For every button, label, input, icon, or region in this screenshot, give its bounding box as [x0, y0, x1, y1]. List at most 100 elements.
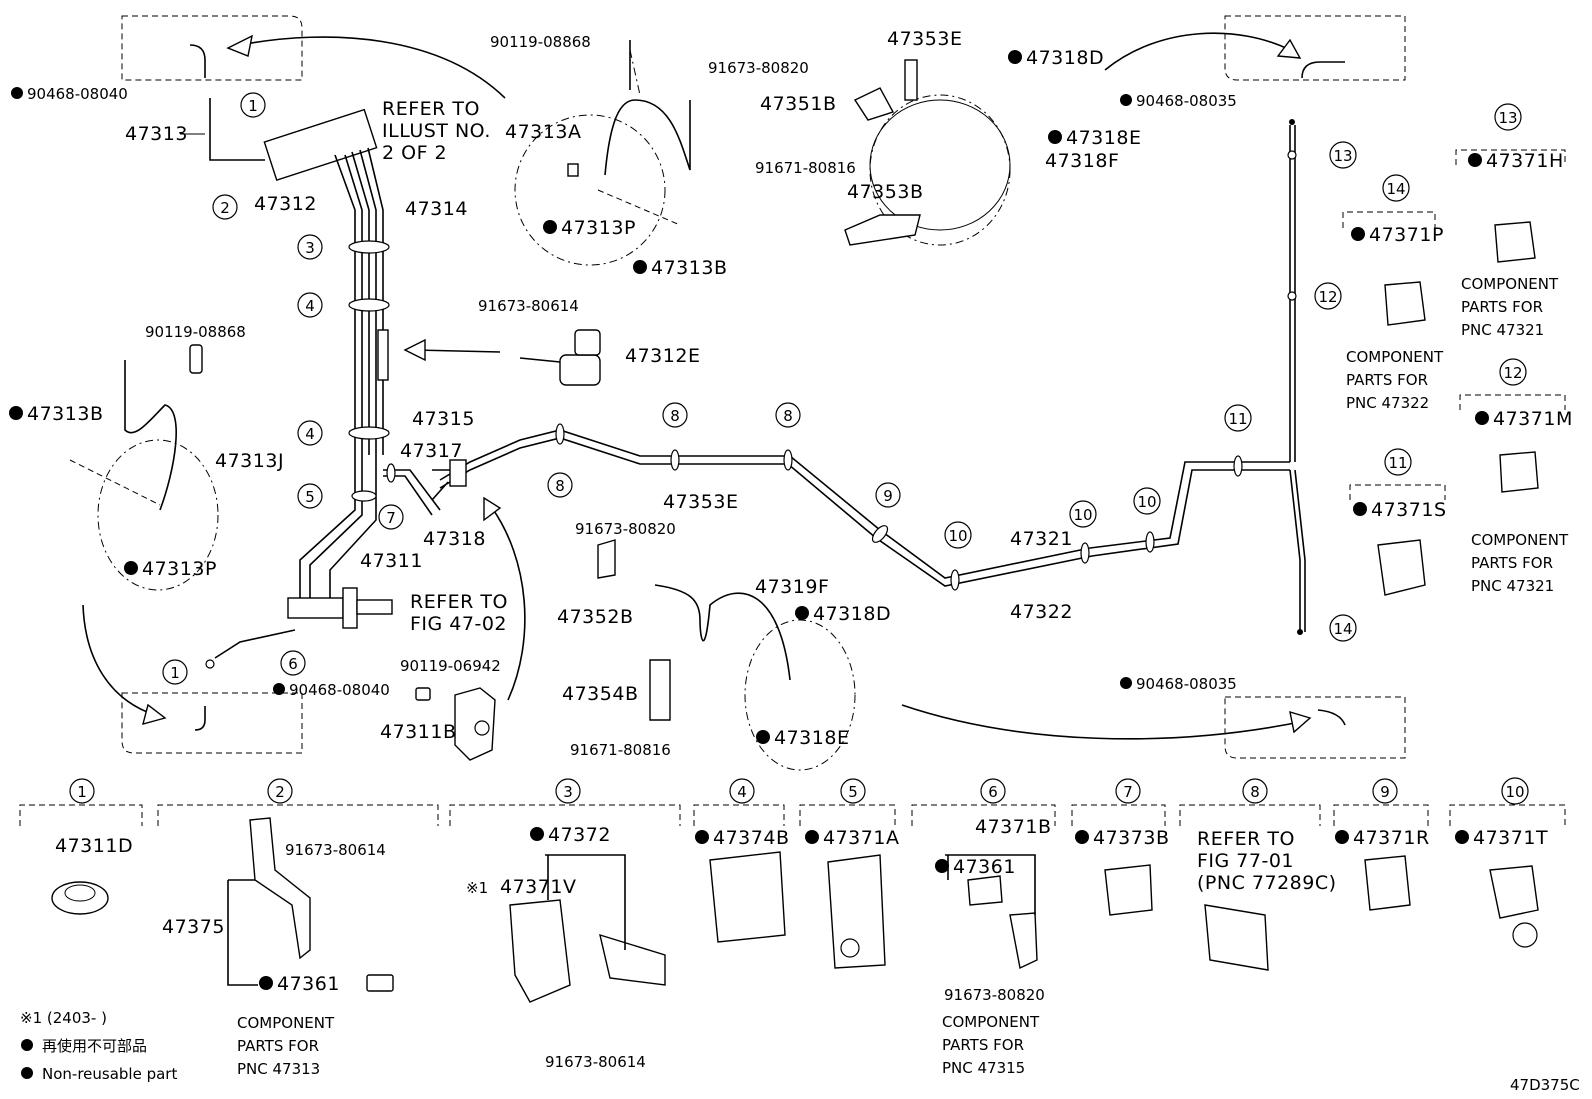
svg-text:47373B: 47373B [1093, 827, 1169, 849]
svg-text:47361: 47361 [277, 973, 340, 995]
svg-text:3: 3 [563, 783, 573, 801]
callout-numbers: 1 2 3 4 4 5 7 6 1 8 8 8 9 10 10 10 11 13… [69, 92, 1529, 805]
svg-text:47371A: 47371A [823, 827, 899, 849]
svg-text:47313P: 47313P [561, 217, 636, 239]
label-47353B: 47353B [847, 181, 923, 203]
svg-text:12: 12 [1318, 288, 1337, 306]
svg-text:47371S: 47371S [1371, 499, 1447, 521]
svg-text:9: 9 [883, 487, 893, 505]
svg-text:47318E: 47318E [1066, 127, 1141, 149]
part-labels: 47313 47312 47314 47315 47317 47318 4731… [55, 28, 1119, 1071]
callout-13-right: 13 [1494, 103, 1522, 131]
label-47311B: 47311B [380, 721, 456, 743]
svg-text:FIG 77-01: FIG 77-01 [1197, 850, 1294, 872]
label-90119-08868-a: 90119-08868 [490, 33, 591, 51]
legend-note-1: ※1 (2403- ) [20, 1009, 107, 1027]
refer-notes: REFER TO ILLUST NO. 2 OF 2 REFER TO FIG … [382, 98, 1337, 894]
svg-text:4: 4 [305, 425, 315, 443]
svg-text:47313P: 47313P [142, 558, 217, 580]
label-47318: 47318 [423, 528, 486, 550]
label-47322: 47322 [1010, 601, 1073, 623]
label-47314: 47314 [405, 198, 468, 220]
label-47317: 47317 [400, 440, 463, 462]
callout-strip-9: 9 [1372, 778, 1398, 804]
svg-text:47371P: 47371P [1369, 224, 1444, 246]
legend: ※1 (2403- ) 再使用不可部品 Non-reusable part [20, 1009, 177, 1083]
svg-text:9: 9 [1380, 783, 1390, 801]
ref-box-bottom-left [121, 692, 303, 754]
callout-9: 9 [875, 482, 901, 508]
detail-47319F [597, 539, 856, 771]
svg-text:2 OF 2: 2 OF 2 [382, 142, 447, 164]
callout-11-right: 11 [1384, 448, 1412, 476]
callout-7: 7 [378, 504, 404, 530]
svg-text:PNC 47315: PNC 47315 [942, 1059, 1025, 1077]
callout-12: 12 [1314, 282, 1342, 310]
svg-text:(PNC 77289C): (PNC 77289C) [1197, 872, 1337, 894]
label-47313J: 47313J [215, 450, 284, 472]
callout-12-right: 12 [1499, 358, 1527, 386]
label-90119-06942: 90119-06942 [400, 657, 501, 675]
bulleted-labels: 90468-08040 90468-08040 90468-08035 9046… [9, 47, 1573, 995]
svg-text:47371R: 47371R [1353, 827, 1430, 849]
legend-en: Non-reusable part [42, 1065, 177, 1083]
svg-text:47361: 47361 [953, 856, 1016, 878]
label-star1: ※1 [466, 879, 488, 897]
label-47351B: 47351B [760, 93, 836, 115]
svg-text:3: 3 [305, 239, 315, 257]
svg-text:10: 10 [948, 527, 967, 545]
svg-text:47371M: 47371M [1493, 408, 1573, 430]
callout-4b: 4 [297, 420, 323, 446]
svg-text:8: 8 [555, 477, 565, 495]
svg-text:14: 14 [1333, 620, 1352, 638]
svg-text:90468-08035: 90468-08035 [1136, 92, 1237, 110]
svg-text:1: 1 [77, 783, 87, 801]
svg-text:6: 6 [988, 783, 998, 801]
callout-strip-7: 7 [1115, 778, 1141, 804]
label-47311D: 47311D [55, 835, 133, 857]
svg-text:COMPONENT: COMPONENT [1461, 275, 1559, 293]
svg-text:4: 4 [737, 783, 747, 801]
callout-1: 1 [240, 92, 266, 118]
svg-text:47313B: 47313B [27, 403, 103, 425]
label-47313: 47313 [125, 123, 188, 145]
label-47352B: 47352B [557, 606, 633, 628]
svg-text:8: 8 [783, 407, 793, 425]
label-47321: 47321 [1010, 528, 1073, 550]
detail-booster [844, 59, 1011, 246]
detail-47311B [415, 687, 496, 761]
callout-5: 5 [297, 483, 323, 509]
callout-13: 13 [1329, 141, 1357, 169]
label-47353E-mid: 47353E [663, 491, 738, 513]
svg-text:47318D: 47318D [1026, 47, 1104, 69]
svg-text:PARTS FOR: PARTS FOR [1461, 298, 1543, 316]
label-90119-08868-b: 90119-08868 [145, 323, 246, 341]
svg-text:47313B: 47313B [651, 257, 727, 279]
detail-47313A [514, 40, 691, 266]
ref-box-top-left [121, 15, 303, 81]
callout-10b: 10 [1069, 500, 1097, 528]
callout-4a: 4 [297, 292, 323, 318]
svg-text:47371H: 47371H [1486, 150, 1564, 172]
callout-8a: 8 [547, 472, 573, 498]
label-91673-80614-a: 91673-80614 [478, 297, 579, 315]
svg-text:13: 13 [1333, 147, 1352, 165]
callout-10c: 10 [1133, 487, 1161, 515]
svg-text:PARTS FOR: PARTS FOR [237, 1037, 319, 1055]
svg-text:5: 5 [305, 488, 315, 506]
svg-text:10: 10 [1137, 493, 1156, 511]
label-47371V: 47371V [500, 876, 576, 898]
svg-text:8: 8 [670, 407, 680, 425]
svg-text:90468-08040: 90468-08040 [27, 85, 128, 103]
callout-strip-6: 6 [980, 778, 1006, 804]
component-notes: COMPONENT PARTS FOR PNC 47321 COMPONENT … [237, 275, 1569, 1078]
svg-text:7: 7 [386, 509, 396, 527]
label-47318F: 47318F [1045, 150, 1119, 172]
callout-14: 14 [1329, 614, 1357, 642]
callout-3: 3 [297, 234, 323, 260]
callout-strip-2: 2 [267, 778, 293, 804]
label-47319F: 47319F [755, 576, 829, 598]
svg-text:COMPONENT: COMPONENT [237, 1014, 335, 1032]
svg-text:47372: 47372 [548, 824, 611, 846]
svg-text:13: 13 [1498, 109, 1517, 127]
